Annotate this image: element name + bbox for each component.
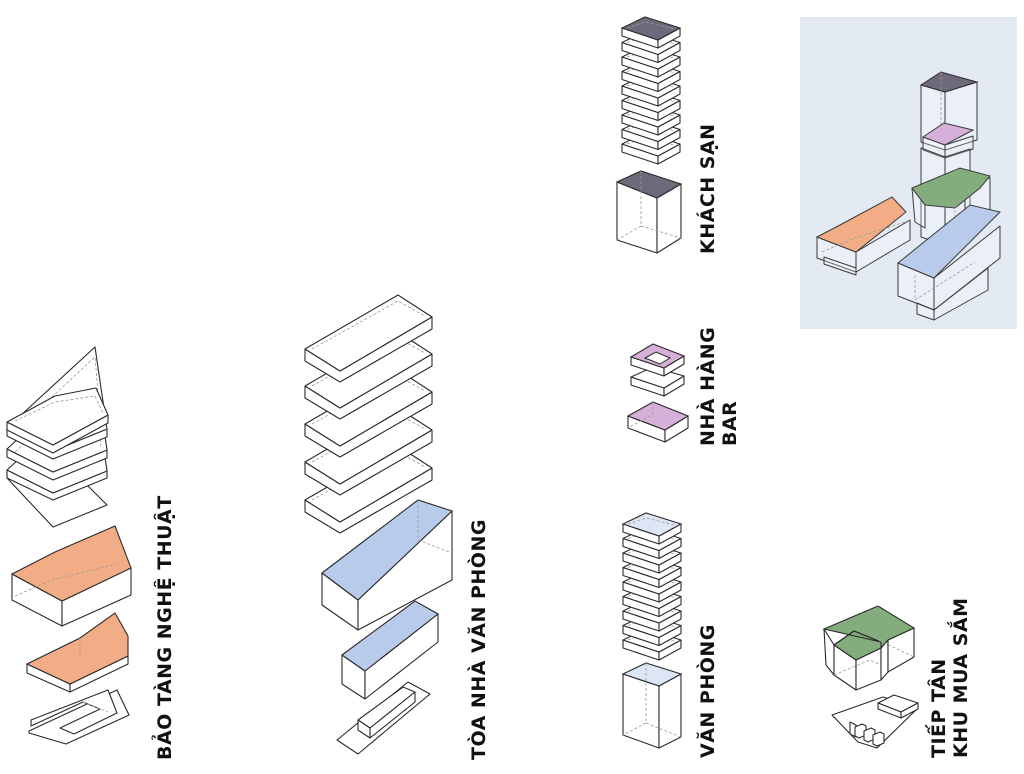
museum-volume-small (25, 612, 129, 693)
reception-site-plan (831, 694, 919, 749)
office-floor-plates (621, 512, 683, 661)
museum-floor-plates (6, 346, 109, 528)
office-volume (621, 662, 683, 749)
label-reception: TIẾP TÂN KHU MUA SẮM (928, 597, 972, 758)
museum-site-plan (28, 689, 130, 745)
restaurant-floor-plate (629, 343, 686, 377)
overview-panel (800, 17, 1017, 329)
office-tower-floor-plate (304, 294, 433, 383)
reception-volume (822, 605, 916, 691)
label-restaurant-line1: NHÀ HÀNG (697, 326, 719, 446)
restaurant-group (626, 343, 690, 443)
restaurant-volume (626, 401, 690, 443)
hotel-floor-plate (620, 16, 682, 49)
label-hotel-line1: KHÁCH SẠN (697, 123, 719, 254)
label-office-tower-line1: TÒA NHÀ VĂN PHÒNG (468, 519, 490, 760)
overview-background (800, 17, 1017, 329)
office-tower-volume-small (341, 600, 439, 700)
reception-group (822, 605, 919, 749)
office-tower-volume-large (321, 499, 454, 631)
museum-group (6, 346, 132, 745)
label-museum-line1: BẢO TÀNG NGHỆ THUẬT (154, 495, 176, 760)
label-hotel: KHÁCH SẠN (697, 123, 719, 254)
office-tower-group (304, 294, 454, 755)
overview-restaurant (921, 122, 975, 159)
overview-museum (815, 196, 911, 276)
hotel-floor-plates (620, 16, 682, 165)
label-office-tower: TÒA NHÀ VĂN PHÒNG (468, 519, 490, 760)
label-office: VĂN PHÒNG (697, 624, 719, 758)
label-museum: BẢO TÀNG NGHỆ THUẬT (154, 495, 176, 760)
hotel-volume (615, 170, 683, 254)
label-office-line1: VĂN PHÒNG (697, 624, 719, 758)
office-floor-plate (621, 512, 683, 545)
label-reception-line1: TIẾP TÂN (928, 658, 950, 758)
label-restaurant-line2: BAR (719, 400, 741, 446)
label-reception-line2: KHU MUA SẮM (950, 597, 972, 758)
office-tower-site-plan (336, 681, 431, 755)
hotel-group (615, 16, 683, 254)
office-floor-plate (622, 613, 682, 647)
museum-volume-large (10, 525, 132, 627)
museum-floor-plate (6, 387, 109, 454)
office-tower-floor-plates (304, 294, 433, 534)
office-group (621, 512, 683, 749)
overview-office-tower (897, 204, 1001, 321)
label-restaurant: NHÀ HÀNG BAR (697, 327, 741, 446)
